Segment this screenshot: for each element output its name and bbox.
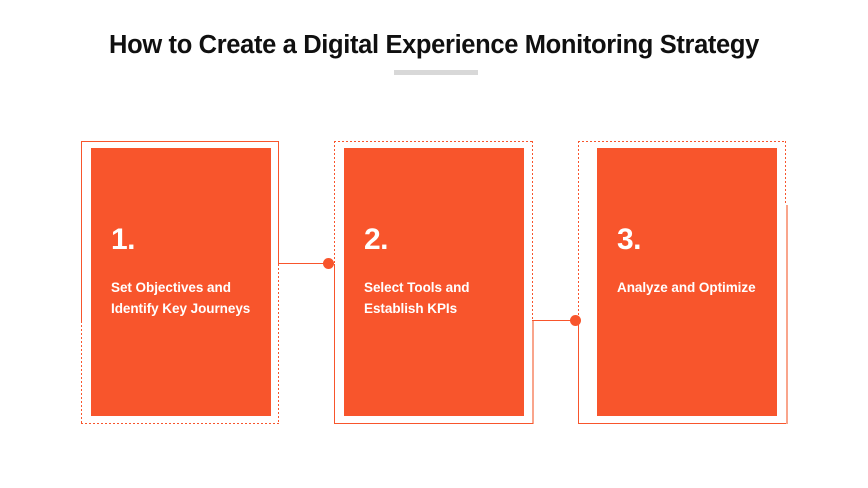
step-2-frame-top-dotted [334, 141, 533, 142]
step-1-number: 1. [111, 223, 136, 256]
step-card-3[interactable]: 3. Analyze and Optimize [597, 148, 777, 416]
step-3-frame-left-dotted [578, 141, 579, 320]
step-1-frame-right-solid [278, 141, 279, 264]
connector-1-to-2-dot [323, 258, 334, 269]
step-2-frame-right-light [532, 321, 534, 424]
connector-2-to-3-line [532, 320, 580, 321]
step-1-frame-right-dotted [278, 264, 279, 424]
step-3-frame-right-dotted [785, 141, 786, 203]
step-3-frame-right-light [786, 205, 788, 424]
step-3-frame-left-solid [578, 321, 579, 424]
step-2-frame-right-dotted [532, 141, 533, 321]
step-1-label: Set Objectives and Identify Key Journeys [111, 280, 251, 316]
step-1-frame-top [81, 141, 279, 142]
step-2-frame-left-solid [334, 264, 335, 424]
step-1-frame-bottom-dotted [81, 423, 279, 424]
step-3-number: 3. [617, 223, 642, 256]
step-2-number: 2. [364, 223, 389, 256]
page-title: How to Create a Digital Experience Monit… [109, 31, 759, 59]
step-card-2[interactable]: 2. Select Tools and Establish KPIs [344, 148, 524, 416]
step-1-frame-left-dotted [81, 321, 82, 424]
step-2-frame-bottom [334, 423, 533, 424]
step-3-label: Analyze and Optimize [617, 280, 756, 295]
step-3-frame-top-dotted [578, 141, 786, 142]
title-underline-rule [394, 70, 478, 75]
step-2-label: Select Tools and Establish KPIs [364, 280, 470, 316]
step-1-frame-left-solid [81, 141, 82, 321]
step-card-1[interactable]: 1. Set Objectives and Identify Key Journ… [91, 148, 271, 416]
step-2-frame-left-dotted [334, 141, 335, 263]
step-3-frame-bottom [578, 423, 786, 424]
connector-2-to-3-dot [570, 315, 581, 326]
connector-1-to-2-line [278, 263, 328, 264]
